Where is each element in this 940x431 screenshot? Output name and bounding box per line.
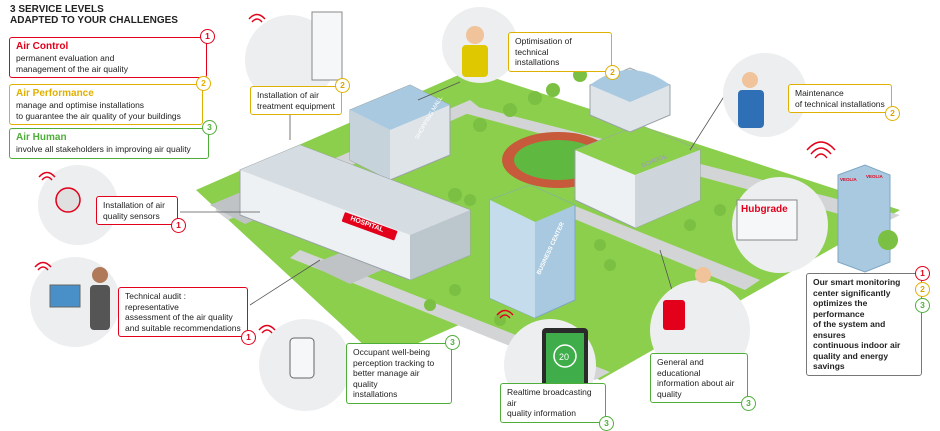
callout-badge: 1 bbox=[171, 218, 186, 233]
callout-line2: information about air bbox=[657, 378, 735, 388]
level-name: Air Human bbox=[16, 132, 67, 143]
road-east bbox=[548, 200, 760, 290]
callout-line2: treatment equipment bbox=[257, 100, 335, 111]
callout-line1: General and educational bbox=[657, 357, 704, 378]
callout-wellbeing: Occupant well-being perception tracking … bbox=[346, 335, 460, 404]
callout-line1: Our smart monitoring bbox=[813, 277, 901, 287]
callout-line1: Installation of air bbox=[257, 90, 319, 100]
business-center-building bbox=[489, 184, 576, 319]
callout-badge: 2 bbox=[885, 106, 900, 121]
level-air-human: Air Human involve all stakeholders in im… bbox=[9, 120, 217, 159]
legend-title-line1: 3 SERVICE LEVELS bbox=[10, 4, 104, 15]
level-name: Air Control bbox=[16, 41, 69, 52]
callout-audit: Technical audit : representative assessm… bbox=[118, 287, 256, 345]
level-number-badge: 3 bbox=[202, 120, 217, 135]
callout-maintenance: Maintenance of technical installations 2 bbox=[788, 84, 900, 121]
callout-air-treatment: Installation of air treatment equipment … bbox=[250, 78, 350, 115]
callout-badge: 2 bbox=[335, 78, 350, 93]
callout-line1: Realtime broadcasting air bbox=[507, 387, 592, 408]
callout-badge: 3 bbox=[741, 396, 756, 411]
vignette-audit bbox=[30, 257, 120, 347]
vignette-hubgrade bbox=[732, 177, 828, 273]
trees bbox=[424, 68, 756, 326]
level-name: Air Performance bbox=[16, 88, 94, 99]
callout-badge: 1 bbox=[241, 330, 256, 345]
callout-line1: Maintenance bbox=[795, 88, 844, 98]
callout-line1: Technical audit : representative bbox=[125, 291, 186, 312]
callout-line3: optimizes the performance bbox=[813, 298, 868, 319]
callout-line1: Optimisation of technical bbox=[515, 36, 572, 57]
level-number-badge: 2 bbox=[196, 76, 211, 91]
callout-sensors: Installation of air quality sensors 1 bbox=[96, 196, 186, 233]
callout-line6: quality and energy savings bbox=[813, 350, 889, 372]
callout-optimisation: Optimisation of technical installations … bbox=[508, 32, 620, 80]
callout-badge: 2 bbox=[605, 64, 620, 80]
vignette-phone bbox=[259, 319, 351, 411]
legend-title-line2: ADAPTED TO YOUR CHALLENGES bbox=[10, 15, 178, 26]
wifi-signal-icon bbox=[34, 13, 836, 334]
vignette-maintenance bbox=[723, 53, 807, 137]
city-illustration: SHOPPING MALL HOSPITAL SCHOOL BUSINESS C… bbox=[30, 7, 900, 411]
vignette-technician bbox=[442, 7, 518, 83]
callout-badge-2: 2 bbox=[915, 282, 930, 297]
level-desc-line1: manage and optimise installations bbox=[16, 100, 145, 110]
callout-line5: continuous indoor air bbox=[813, 340, 901, 350]
level-number-badge: 1 bbox=[200, 29, 215, 44]
level-air-performance: Air Performance manage and optimise inst… bbox=[9, 76, 211, 125]
level-air-control: Air Control permanent evaluation and man… bbox=[9, 29, 215, 78]
callout-line2: installations bbox=[515, 57, 560, 67]
callout-badge-1: 1 bbox=[915, 266, 930, 281]
level-desc-line2: management of the air quality bbox=[16, 63, 128, 74]
callout-line4: of the system and ensures bbox=[813, 319, 886, 340]
callout-line2: center significantly bbox=[813, 287, 891, 298]
level-desc-line2: to guarantee the air quality of your bui… bbox=[16, 110, 181, 121]
callout-line1: Occupant well-being bbox=[353, 347, 431, 357]
shopping-mall-building bbox=[349, 84, 451, 181]
callout-line2: quality sensors bbox=[103, 210, 160, 221]
veolia-tower bbox=[837, 164, 898, 273]
callout-badge-3: 3 bbox=[915, 298, 930, 313]
callout-badge: 3 bbox=[445, 335, 460, 350]
callout-line2: assessment of the air quality bbox=[125, 312, 233, 322]
callout-line4: installations bbox=[353, 389, 398, 399]
hospital-building bbox=[239, 144, 471, 281]
callout-line3: and suitable recommendations bbox=[125, 322, 241, 333]
callout-monitoring: Our smart monitoring center significantl… bbox=[806, 266, 930, 376]
callout-line2: perception tracking to bbox=[353, 357, 435, 368]
hospital-sign-plate bbox=[341, 212, 398, 241]
callout-line1: Installation of air bbox=[103, 200, 165, 210]
veolia-sign-2: VEOLIA bbox=[866, 174, 884, 179]
callout-line2: quality information bbox=[507, 408, 576, 418]
veolia-sign-1: VEOLIA bbox=[840, 177, 858, 182]
callout-education: General and educational information abou… bbox=[650, 353, 756, 411]
callout-line3: quality bbox=[657, 388, 682, 399]
level-desc-line1: permanent evaluation and bbox=[16, 53, 115, 63]
tablet-value: 20 bbox=[559, 352, 569, 362]
school-building bbox=[574, 124, 701, 229]
service-levels-legend: 3 SERVICE LEVELS ADAPTED TO YOUR CHALLEN… bbox=[8, 4, 226, 26]
callout-line2: of technical installations bbox=[795, 98, 885, 109]
callout-broadcast: Realtime broadcasting air quality inform… bbox=[500, 383, 614, 431]
hubgrade-sign: Hubgrade bbox=[741, 204, 788, 215]
vignette-air-treatment bbox=[245, 11, 343, 105]
callout-line3: better manage air quality bbox=[353, 368, 420, 389]
level-desc-line1: involve all stakeholders in improving ai… bbox=[16, 144, 191, 154]
vignette-sensor bbox=[38, 165, 118, 245]
